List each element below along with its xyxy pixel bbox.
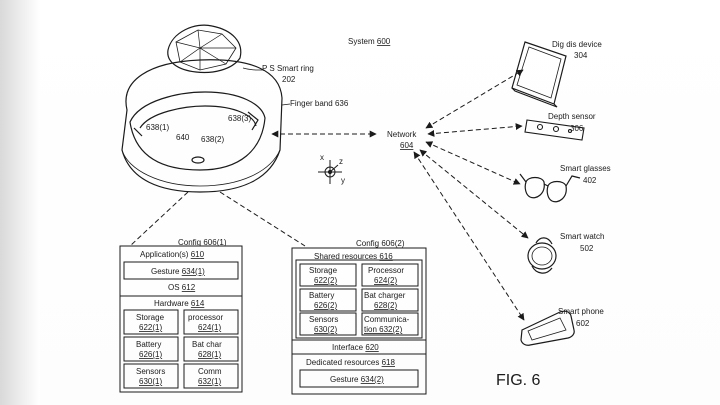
callout-638-3: 638(3): [228, 114, 251, 123]
smart-ring-drawing: [121, 24, 283, 193]
system-label: System 600: [348, 37, 391, 46]
shared-resources-label: Shared resources 616: [314, 252, 393, 261]
hardware-label: Hardware 614: [154, 299, 205, 308]
ring-name-label: P S Smart ring: [262, 64, 314, 73]
depth-sensor-label: Depth sensor: [548, 112, 596, 121]
c1-processor-label: processor: [188, 313, 223, 322]
c2-processor-label: Processor: [368, 266, 404, 275]
c2-battery-label: Battery: [309, 291, 334, 300]
c1-processor-ref: 624(1): [198, 323, 221, 332]
smart-watch-label: Smart watch: [560, 232, 604, 241]
depth-sensor-ref: 306: [570, 124, 584, 133]
gesture-2-label: Gesture 634(2): [330, 375, 384, 384]
figure-label: FIG. 6: [496, 372, 541, 389]
c1-storage-ref: 622(1): [139, 323, 162, 332]
c2-comm-label: Communica-: [364, 315, 410, 324]
ring-config2-leader: [219, 191, 306, 247]
config-1-block: [119, 245, 243, 393]
display-device-ref: 304: [574, 51, 588, 60]
config-1-label: Config 606(1): [178, 238, 227, 247]
link-depth-sensor: [427, 123, 523, 137]
callout-638-1: 638(1): [146, 123, 169, 132]
c2-batcharger-label: Bat charger: [364, 291, 406, 300]
c1-batchar-ref: 628(1): [198, 350, 221, 359]
c2-sensors-ref: 630(2): [314, 325, 337, 334]
application-label: Application(s) 610: [140, 250, 205, 259]
c2-storage-label: Storage: [309, 266, 338, 275]
c1-sensors-ref: 630(1): [139, 377, 162, 386]
c1-sensors-label: Sensors: [136, 367, 165, 376]
callout-640: 640: [176, 133, 190, 142]
dedicated-resources-label: Dedicated resources 618: [306, 358, 396, 367]
smart-phone-icon: [520, 310, 575, 346]
network-label: Network: [387, 130, 417, 139]
c2-sensors-label: Sensors: [309, 315, 338, 324]
smart-phone-label: Smart phone: [558, 307, 604, 316]
link-display: [425, 69, 524, 129]
config-2-block: [291, 247, 427, 395]
callout-638-2: 638(2): [201, 135, 224, 144]
gesture-1-label: Gesture 634(1): [151, 267, 205, 276]
c1-batchar-label: Bat char: [192, 340, 222, 349]
c1-battery-ref: 626(1): [139, 350, 162, 359]
c1-comm-ref: 632(1): [198, 377, 221, 386]
display-device-label: Dig dis device: [552, 40, 602, 49]
c1-battery-label: Battery: [136, 340, 161, 349]
band-leader: [281, 103, 291, 106]
config-2-label: Config 606(2): [356, 239, 405, 248]
axis-z-label: z: [339, 157, 343, 166]
link-phone: [413, 151, 525, 321]
depth-sensor-icon: [524, 119, 585, 141]
link-glasses: [425, 141, 521, 185]
c1-storage-label: Storage: [136, 313, 165, 322]
c2-storage-ref: 622(2): [314, 276, 337, 285]
display-device-icon: [511, 41, 567, 108]
smart-glasses-ref: 402: [583, 176, 597, 185]
ring-leader: [242, 67, 263, 71]
axis-symbol: [318, 160, 342, 184]
c2-battery-ref: 626(2): [314, 301, 337, 310]
c2-processor-ref: 624(2): [374, 276, 397, 285]
interface-label: Interface 620: [332, 343, 379, 352]
smart-watch-ref: 502: [580, 244, 594, 253]
axis-x-label: x: [320, 153, 324, 162]
network-ref: 604: [400, 141, 414, 150]
smart-glasses-icon: [519, 173, 581, 203]
c1-comm-label: Comm: [198, 367, 222, 376]
c2-batcharger-ref: 628(2): [374, 301, 397, 310]
finger-band-label: Finger band 636: [290, 99, 349, 108]
c2-comm-ref: tion 632(2): [364, 325, 403, 334]
smart-phone-ref: 602: [576, 319, 590, 328]
axis-y-label: y: [341, 176, 345, 185]
os-label: OS 612: [168, 283, 196, 292]
ring-config1-leader: [129, 191, 189, 247]
smart-glasses-label: Smart glasses: [560, 164, 611, 173]
smart-watch-icon: [527, 237, 557, 274]
ring-ref: 202: [282, 75, 296, 84]
